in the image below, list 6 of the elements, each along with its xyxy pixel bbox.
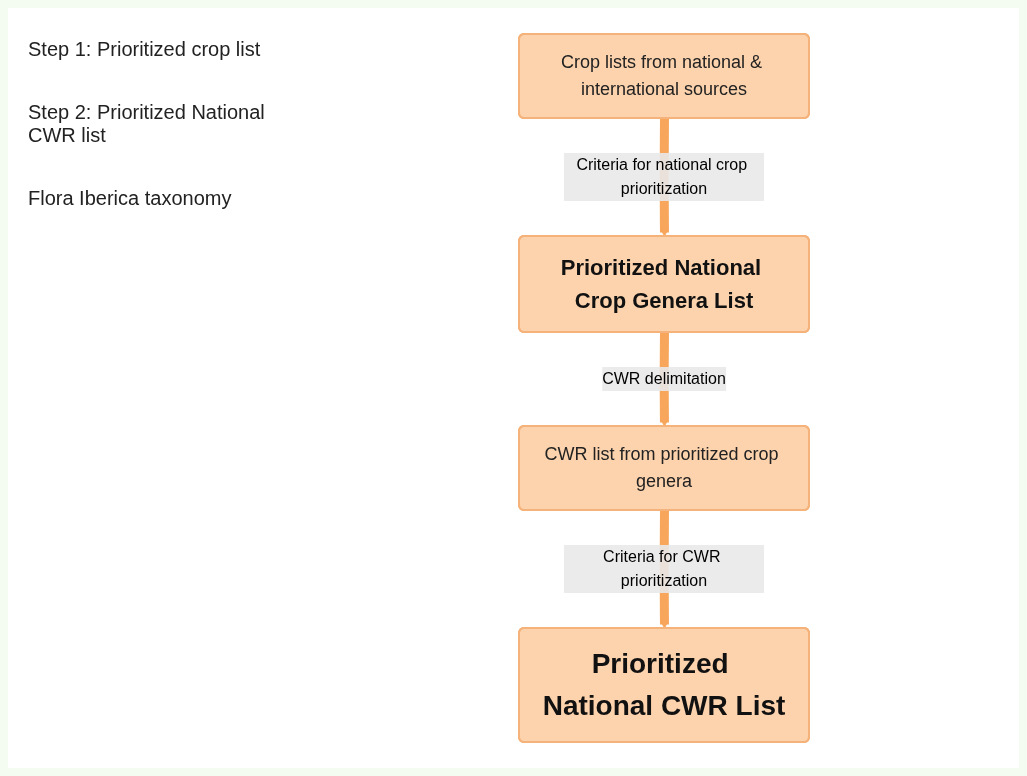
edge-label: Criteria for national crop prioritization	[575, 156, 747, 197]
note-text: Step 1: Prioritized crop list	[28, 38, 262, 61]
edge-label: CWR delimitation	[601, 370, 726, 387]
note-text: Flora Iberica taxonomy	[28, 187, 233, 210]
edge-label: Criteria for CWR prioritization	[602, 548, 720, 589]
note-text: Step 2: Prioritized National CWR list	[28, 101, 266, 147]
